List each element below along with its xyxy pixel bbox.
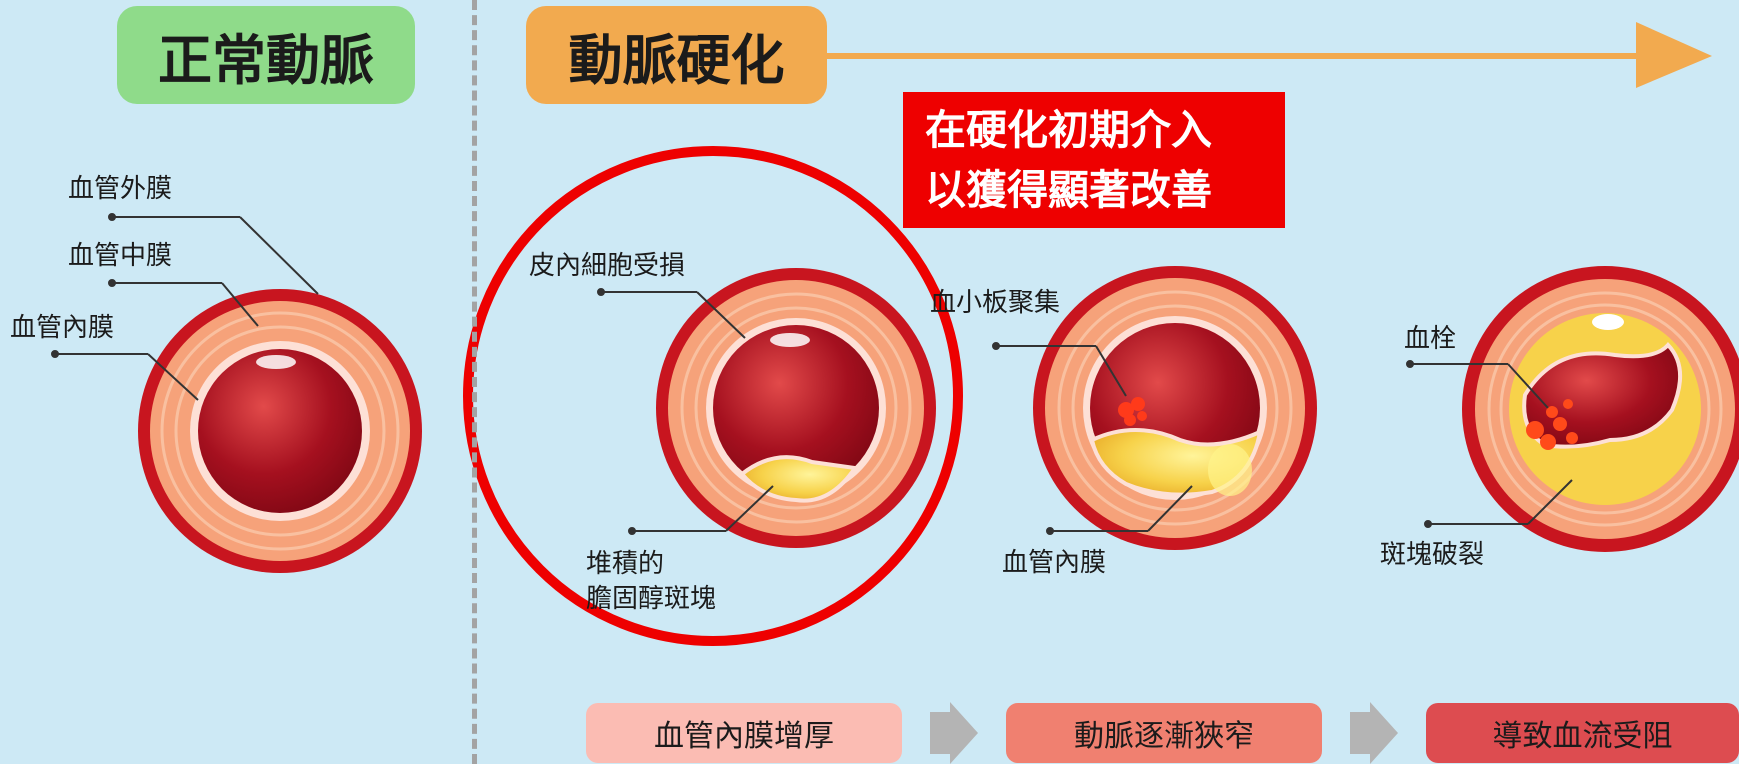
normal-artery-header: 正常動脈 (117, 6, 415, 104)
section-divider (472, 0, 477, 764)
label-media: 血管中膜 (68, 241, 173, 271)
stage-intimal-thickening: 血管內膜增厚 (586, 703, 902, 763)
label-endothelial-damage: 皮內細胞受損 (529, 251, 686, 281)
narrowing-artery-cross-section (1033, 266, 1317, 550)
early-stage-artery-cross-section (656, 268, 936, 548)
intervention-callout: 在硬化初期介入 以獲得顯著改善 (903, 92, 1285, 228)
stage-arrow-icon (930, 702, 978, 764)
label-plaque-line-1: 堆積的 (586, 549, 665, 579)
highlight-circle (463, 146, 963, 646)
stage-artery-narrowing: 動脈逐漸狹窄 (1006, 703, 1322, 763)
label-thrombus: 血栓 (1404, 324, 1457, 354)
label-platelet-aggregation: 血小板聚集 (930, 288, 1061, 318)
blocked-artery-cross-section (1462, 266, 1739, 552)
progression-arrow-icon (827, 22, 1712, 88)
label-plaque-rupture: 斑塊破裂 (1380, 540, 1485, 570)
callout-line-2: 以獲得顯著改善 (925, 166, 1212, 214)
label-intima: 血管內膜 (10, 313, 115, 343)
label-adventitia: 血管外膜 (68, 174, 173, 204)
label-plaque-line-2: 膽固醇斑塊 (586, 584, 717, 614)
callout-line-1: 在硬化初期介入 (925, 106, 1212, 154)
normal-artery-cross-section (138, 289, 422, 573)
atherosclerosis-header: 動脈硬化 (526, 6, 827, 104)
stage-arrow-icon (1350, 702, 1398, 764)
leader-lines (51, 213, 1573, 535)
stage-blood-flow-blocked: 導致血流受阻 (1426, 703, 1739, 763)
label-intima-2: 血管內膜 (1002, 548, 1107, 578)
